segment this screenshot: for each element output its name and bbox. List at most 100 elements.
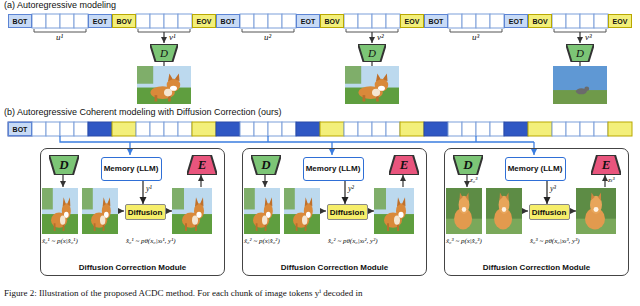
trapezoid-shape: [566, 44, 594, 62]
node-text: EOT: [509, 18, 523, 25]
panel-title-text: (b) Autoregressive Coherent modeling wit…: [4, 107, 281, 117]
token-box: BOV: [320, 14, 344, 28]
node-text: D: [261, 157, 270, 173]
decoder-trapezoid: D: [453, 155, 483, 175]
node-text: EOV: [197, 18, 212, 25]
decoder-trapezoid: D: [566, 44, 594, 62]
math-label: x̂₀¹ ~ pθ(x₀|xₜ¹, y¹): [126, 238, 176, 246]
math-label: u³: [472, 33, 479, 43]
token-row: [216, 122, 424, 136]
math-label: y¹: [146, 185, 152, 194]
memory-box: Memory (LLM): [101, 157, 162, 181]
math-label-text: y²: [348, 184, 354, 193]
trapezoid-shape: [453, 155, 483, 175]
token-box: BOT: [424, 14, 448, 28]
node-text: BOT: [221, 18, 236, 25]
math-label: u²: [264, 33, 271, 43]
token-box: BOT: [216, 14, 240, 28]
math-label-text: u³: [472, 32, 479, 42]
generated-image: [553, 66, 607, 104]
flow-connector: [344, 181, 345, 204]
node-text: BOV: [116, 18, 131, 25]
token-row: [32, 14, 192, 66]
flow-connector: [142, 181, 143, 204]
math-label: y³: [550, 185, 556, 194]
node-text: EOV: [405, 18, 420, 25]
caption-text: Figure 2: Illustration of the proposed A…: [4, 288, 363, 298]
math-label: z₀³: [470, 177, 477, 185]
token-box: EOT: [88, 14, 112, 28]
token-box: BOT: [8, 122, 32, 136]
math-label: v³: [585, 33, 592, 43]
node-text: Diffusion Correction Module: [483, 263, 591, 272]
node-text: EOV: [613, 18, 628, 25]
token-box: EOV: [400, 14, 424, 28]
trapezoid-shape: [49, 155, 79, 175]
math-label-text: zₜ³: [608, 176, 615, 184]
node-text: Diffusion: [532, 208, 567, 217]
node-text: D: [576, 47, 584, 59]
node-text: BOT: [429, 18, 444, 25]
node-text: BOT: [13, 126, 28, 133]
math-label-text: x̃₀³ ~ p(x|x̂₀³): [446, 237, 482, 245]
memory-box: Memory (LLM): [505, 157, 566, 181]
token-box: BOV: [112, 14, 136, 28]
token-box: EOT: [504, 14, 528, 28]
token-row: [8, 122, 216, 136]
token-box: EOV: [192, 14, 216, 28]
token-box: EOT: [296, 14, 320, 28]
math-label-text: v²: [377, 32, 384, 42]
math-label: v²: [377, 33, 384, 43]
module-box: Diffusion Correction Module D Memory (LLM)…: [444, 148, 629, 276]
math-label: x̃₀² ~ p(x|x̂₀²): [244, 238, 280, 246]
sampled-image: [82, 188, 118, 234]
decoder-trapezoid: D: [150, 44, 178, 62]
decoded-image: [244, 188, 280, 234]
math-label-text: x̂₀³ ~ pθ(x₀|xₜ³, y³): [530, 237, 580, 245]
sampled-image: [284, 188, 320, 234]
node-text: E: [400, 157, 409, 173]
math-label-text: x̃₀¹ ~ p(x|x̂₀¹): [42, 237, 78, 245]
node-text: D: [59, 157, 68, 173]
decoded-image: [42, 188, 78, 234]
panel-title-text: (a) Autoregressive modeling: [4, 0, 116, 10]
math-label-text: v¹: [169, 32, 176, 42]
math-label-text: x̂₀² ~ pθ(x₀|xₜ², y²): [328, 237, 378, 245]
corrected-image: [374, 188, 414, 234]
memory-box: Memory (LLM): [303, 157, 364, 181]
math-label: x̂₀² ~ pθ(x₀|xₜ², y²): [328, 238, 378, 246]
math-label: zₜ³: [608, 177, 615, 185]
decoder-trapezoid: D: [251, 155, 281, 175]
encoder-trapezoid: E: [187, 155, 217, 175]
node-text: EOT: [93, 18, 107, 25]
decoded-image: [446, 188, 482, 234]
math-label: v¹: [169, 33, 176, 43]
generated-image: [137, 66, 191, 104]
trapezoid-shape: [591, 155, 621, 175]
memory-bus: [60, 136, 534, 142]
math-label-text: y³: [550, 184, 556, 193]
encoder-trapezoid: E: [389, 155, 419, 175]
encoder-trapezoid: E: [591, 155, 621, 175]
node-text: BOT: [13, 18, 28, 25]
token-box: BOT: [8, 14, 32, 28]
diffusion-box: Diffusion: [529, 204, 570, 220]
node-text: Diffusion Correction Module: [281, 263, 389, 272]
node-text: E: [198, 157, 207, 173]
decoder-trapezoid: D: [358, 44, 386, 62]
decoder-trapezoid: D: [49, 155, 79, 175]
node-text: BOV: [532, 18, 547, 25]
trapezoid-shape: [150, 44, 178, 62]
diffusion-box: Diffusion: [125, 204, 166, 220]
math-label-text: u²: [264, 32, 271, 42]
node-text: Diffusion Correction Module: [79, 263, 187, 272]
caption: Figure 2: Illustration of the proposed A…: [4, 288, 363, 298]
node-text: Memory (LLM): [104, 165, 159, 173]
node-text: Diffusion: [330, 208, 365, 217]
trapezoid-shape: [251, 155, 281, 175]
token-row: [448, 14, 608, 66]
math-label-text: x̃₀² ~ p(x|x̂₀²): [244, 237, 280, 245]
token-row: [424, 122, 632, 136]
